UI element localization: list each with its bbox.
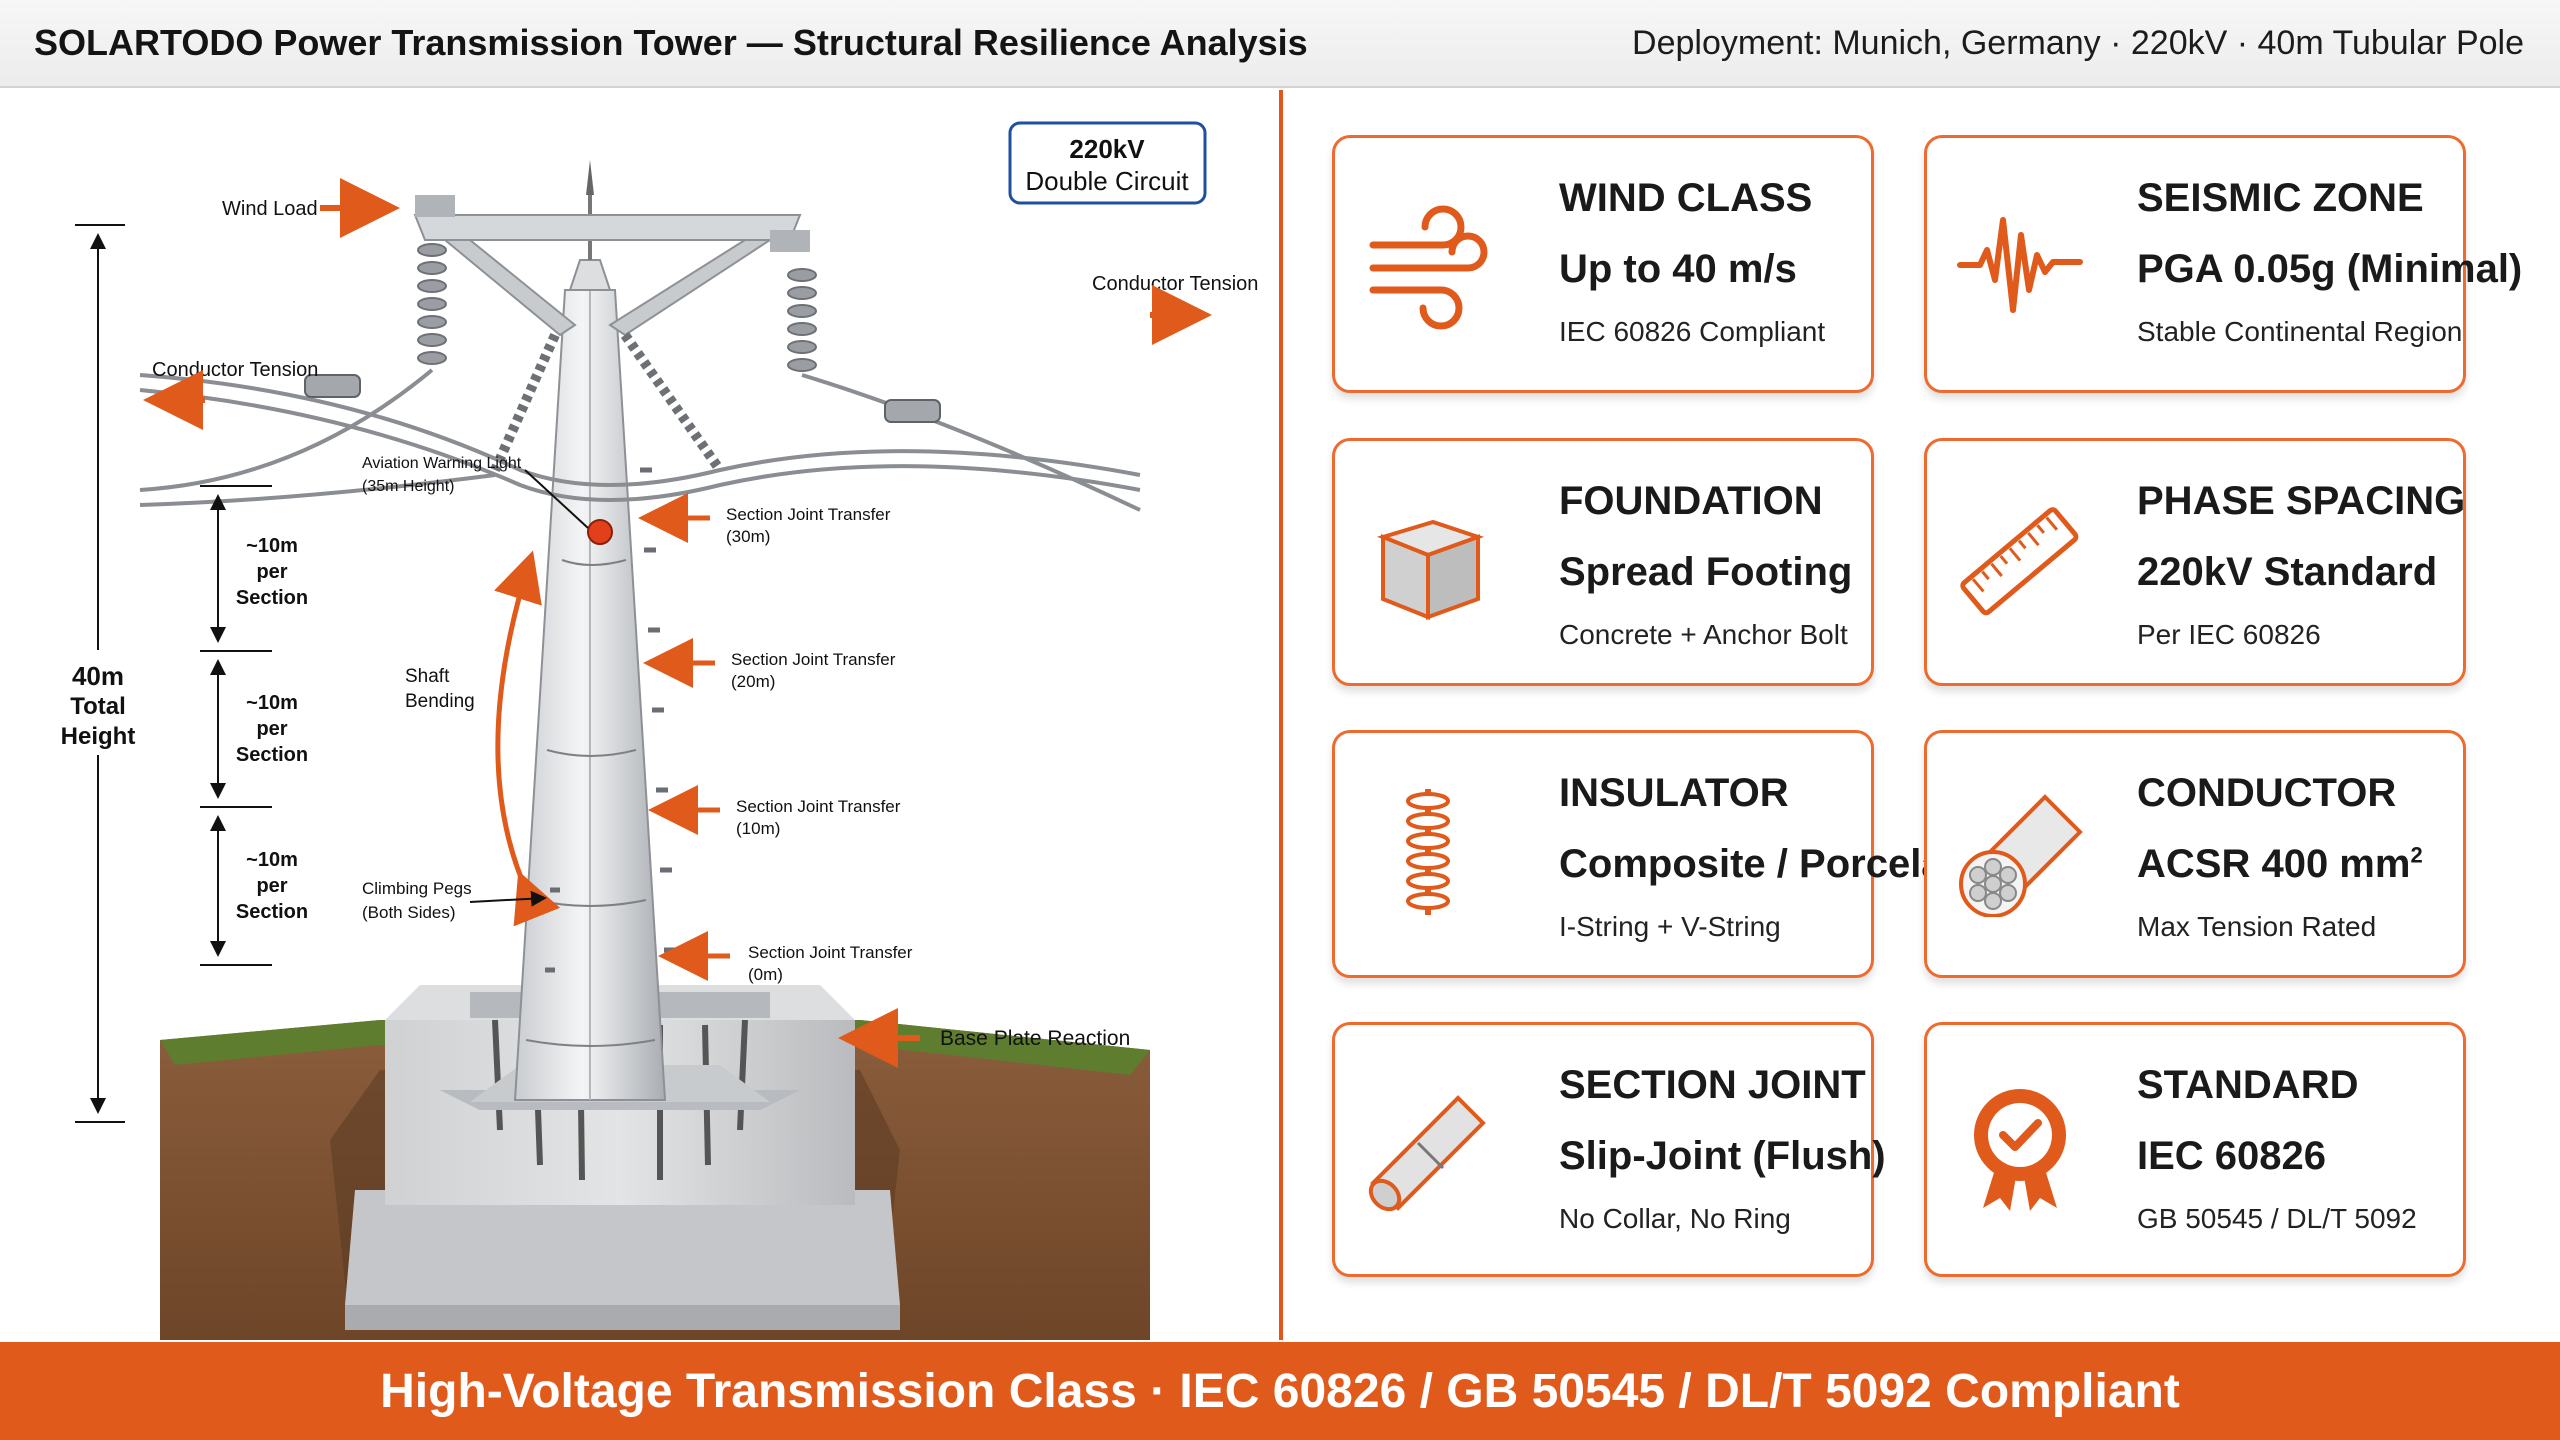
insulator-strings (417, 243, 817, 372)
section-3-length: ~10m (246, 849, 298, 871)
climbing-pegs-label: Climbing Pegs (362, 879, 472, 898)
section-2-per: per (256, 718, 287, 740)
card-note: Per IEC 60826 (2137, 619, 2321, 650)
spec-card-foundation: FOUNDATION Spread Footing Concrete + Anc… (1332, 438, 1874, 686)
section-1-length: ~10m (246, 535, 298, 557)
card-title: INSULATOR (1559, 771, 1789, 815)
card-title: STANDARD (2137, 1063, 2359, 1107)
card-value: 220kV Standard (2137, 550, 2438, 594)
shaft-bending-label: Shaft (405, 666, 450, 687)
spec-card-wind-class: WIND CLASS Up to 40 m/s IEC 60826 Compli… (1332, 135, 1874, 393)
card-value: Up to 40 m/s (1559, 247, 1797, 291)
card-title: SEISMIC ZONE (2137, 176, 2424, 220)
badge-voltage: 220kV (1069, 134, 1145, 164)
wind-icon (1369, 205, 1488, 330)
spec-card-conductor: CONDUCTOR ACSR 400 mm2 Max Tension Rated (1924, 730, 2466, 978)
section-1-per: per (256, 561, 287, 583)
card-value: Spread Footing (1559, 550, 1853, 594)
concrete-block-icon (1376, 519, 1485, 620)
aviation-light-label: Aviation Warning Light (362, 455, 522, 472)
spec-card-seismic-zone: SEISMIC ZONE PGA 0.05g (Minimal) Stable … (1924, 135, 2523, 393)
joint-30-label: Section Joint Transfer (726, 505, 891, 524)
panel-divider (1279, 90, 1283, 1340)
conductor-tension-right-label: Conductor Tension (1092, 273, 1258, 295)
certificate-badge-icon (1974, 1089, 2066, 1211)
climbing-pegs-sides: (Both Sides) (362, 903, 456, 922)
card-value: PGA 0.05g (Minimal) (2137, 247, 2523, 291)
card-value: Composite / Porcelain (1559, 842, 1980, 886)
total-height-label: Total (70, 693, 126, 720)
climbing-pegs-leader (469, 890, 547, 907)
card-value: Slip-Joint (Flush) (1559, 1134, 1886, 1178)
tube-joint-icon (1368, 1095, 1486, 1212)
base-plate-label: Base Plate Reaction (940, 1027, 1130, 1050)
section-1-label: Section (236, 587, 308, 609)
card-note: Stable Continental Region (2137, 316, 2463, 347)
shaft-bending-arrow (494, 550, 561, 927)
section-2-label: Section (236, 744, 308, 766)
joint-20-label: Section Joint Transfer (731, 650, 896, 669)
card-value-text: ACSR 400 mm (2137, 842, 2411, 886)
footer-banner: High-Voltage Transmission Class · IEC 60… (0, 1342, 2560, 1440)
conductors (139, 368, 1141, 512)
shaft-bending-label-2: Bending (405, 691, 475, 712)
card-title: SECTION JOINT (1559, 1063, 1866, 1107)
card-value: IEC 60826 (2137, 1134, 2327, 1178)
conductor-cable-icon (1959, 794, 2083, 917)
joint-0-label: Section Joint Transfer (748, 943, 913, 962)
spec-card-standard: STANDARD IEC 60826 GB 50545 / DL/T 5092 (1924, 1022, 2466, 1277)
insulator-icon (1406, 789, 1450, 915)
section-2-length: ~10m (246, 692, 298, 714)
ruler-icon (1960, 507, 2079, 616)
section-3-per: per (256, 875, 287, 897)
total-height-value: 40m (72, 661, 124, 691)
header-bar: SOLARTODO Power Transmission Tower — Str… (0, 0, 2560, 88)
card-note: No Collar, No Ring (1559, 1203, 1791, 1234)
tower-diagram: 220kV Double Circuit Wind Load Conductor… (0, 90, 1275, 1340)
page-title: SOLARTODO Power Transmission Tower — Str… (34, 22, 1308, 63)
cross-arm (413, 195, 810, 337)
joint-20-height: (20m) (731, 672, 775, 691)
card-note: Max Tension Rated (2137, 911, 2377, 942)
card-title: PHASE SPACING (2137, 479, 2466, 523)
aviation-light-icon (587, 519, 613, 545)
v-string-insulators (490, 332, 725, 473)
spec-card-section-joint: SECTION JOINT Slip-Joint (Flush) No Coll… (1332, 1022, 1886, 1277)
card-title: FOUNDATION (1559, 479, 1823, 523)
joint-0-height: (0m) (748, 965, 783, 984)
tower-illustration: 220kV Double Circuit Wind Load Conductor… (61, 121, 1258, 1340)
aviation-light-height: (35m Height) (362, 478, 454, 495)
conductor-tension-left-label: Conductor Tension (152, 359, 318, 381)
seismic-wave-icon (1957, 217, 2083, 313)
card-value: ACSR 400 mm2 (2137, 842, 2453, 887)
wind-load-label: Wind Load (222, 198, 318, 220)
footer-compliance-text: High-Voltage Transmission Class · IEC 60… (380, 1365, 2180, 1418)
card-title: CONDUCTOR (2137, 771, 2397, 815)
card-note: GB 50545 / DL/T 5092 (2137, 1203, 2417, 1234)
spec-card-insulator: INSULATOR Composite / Porcelain I-String… (1332, 730, 1980, 978)
spec-card-phase-spacing: PHASE SPACING 220kV Standard Per IEC 608… (1924, 438, 2466, 686)
section-3-label: Section (236, 901, 308, 923)
card-value-superscript: 2 (2410, 842, 2423, 868)
spec-cards-grid: WIND CLASS Up to 40 m/s IEC 60826 Compli… (1283, 90, 2560, 1340)
deployment-info: Deployment: Munich, Germany · 220kV · 40… (1632, 24, 2524, 62)
aviation-leader-line (524, 469, 589, 529)
card-note: I-String + V-String (1559, 911, 1781, 942)
joint-10-label: Section Joint Transfer (736, 797, 901, 816)
badge-circuit: Double Circuit (1025, 166, 1189, 196)
total-height-label-2: Height (61, 723, 136, 750)
card-title: WIND CLASS (1559, 176, 1813, 220)
dampers (304, 374, 941, 423)
joint-30-height: (30m) (726, 527, 770, 546)
joint-10-height: (10m) (736, 819, 780, 838)
voltage-badge: 220kV Double Circuit (1008, 121, 1207, 205)
card-note: IEC 60826 Compliant (1559, 316, 1826, 347)
section-dimensions (200, 485, 272, 966)
card-note: Concrete + Anchor Bolt (1559, 619, 1848, 650)
total-height-dimension: 40m Total Height (61, 224, 136, 1123)
